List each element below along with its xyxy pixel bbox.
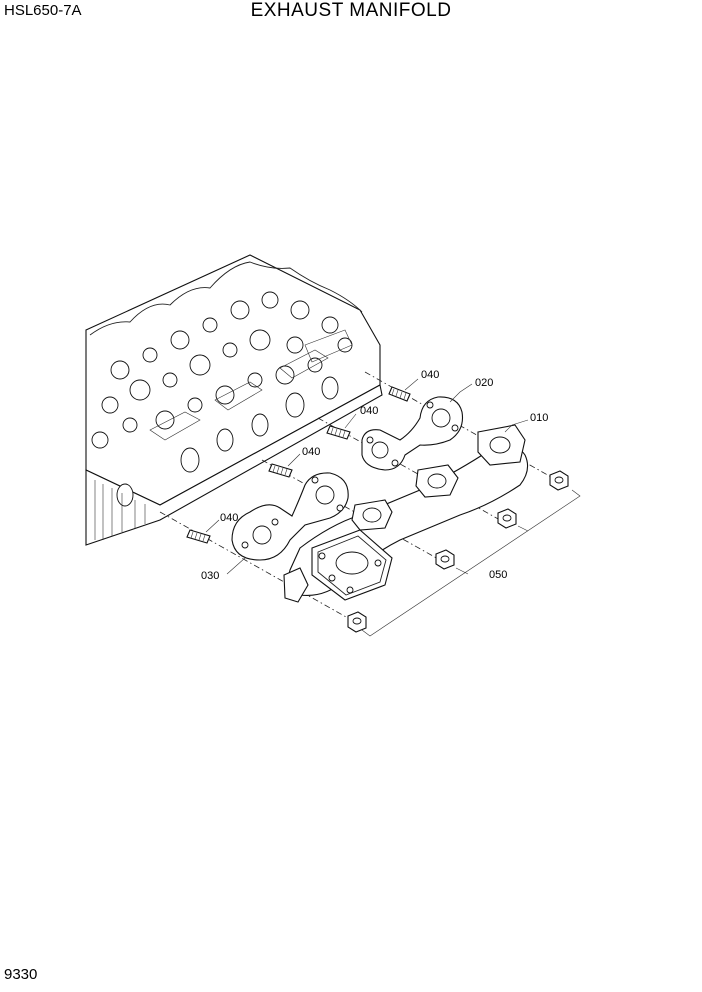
stud-1 xyxy=(388,386,411,402)
callout-040-a: 040 xyxy=(421,369,439,381)
callout-030: 030 xyxy=(201,570,219,582)
exhaust-manifold xyxy=(283,424,529,603)
stud-3 xyxy=(268,463,293,478)
part-callouts: 040 020 010 040 040 040 030 050 xyxy=(201,369,548,582)
nut-1 xyxy=(549,470,569,491)
nuts xyxy=(347,470,569,633)
studs xyxy=(186,386,411,544)
leader-lines xyxy=(205,378,581,637)
callout-040-d: 040 xyxy=(220,512,238,524)
callout-010: 010 xyxy=(530,412,548,424)
stud-4 xyxy=(186,529,211,544)
model-code: HSL650-7A xyxy=(4,2,82,19)
gasket-030 xyxy=(231,472,349,561)
stud-2 xyxy=(326,425,351,440)
page-title: EXHAUST MANIFOLD xyxy=(250,0,452,21)
nut-4 xyxy=(347,611,367,633)
page-number: 9330 xyxy=(4,966,38,983)
gasket-020 xyxy=(361,396,464,471)
cylinder-head xyxy=(85,254,383,546)
callout-040-b: 040 xyxy=(360,405,378,417)
nut-2 xyxy=(497,508,517,529)
callout-040-c: 040 xyxy=(302,446,320,458)
nut-3 xyxy=(435,549,455,570)
callout-020: 020 xyxy=(475,377,493,389)
callout-050: 050 xyxy=(489,569,507,581)
